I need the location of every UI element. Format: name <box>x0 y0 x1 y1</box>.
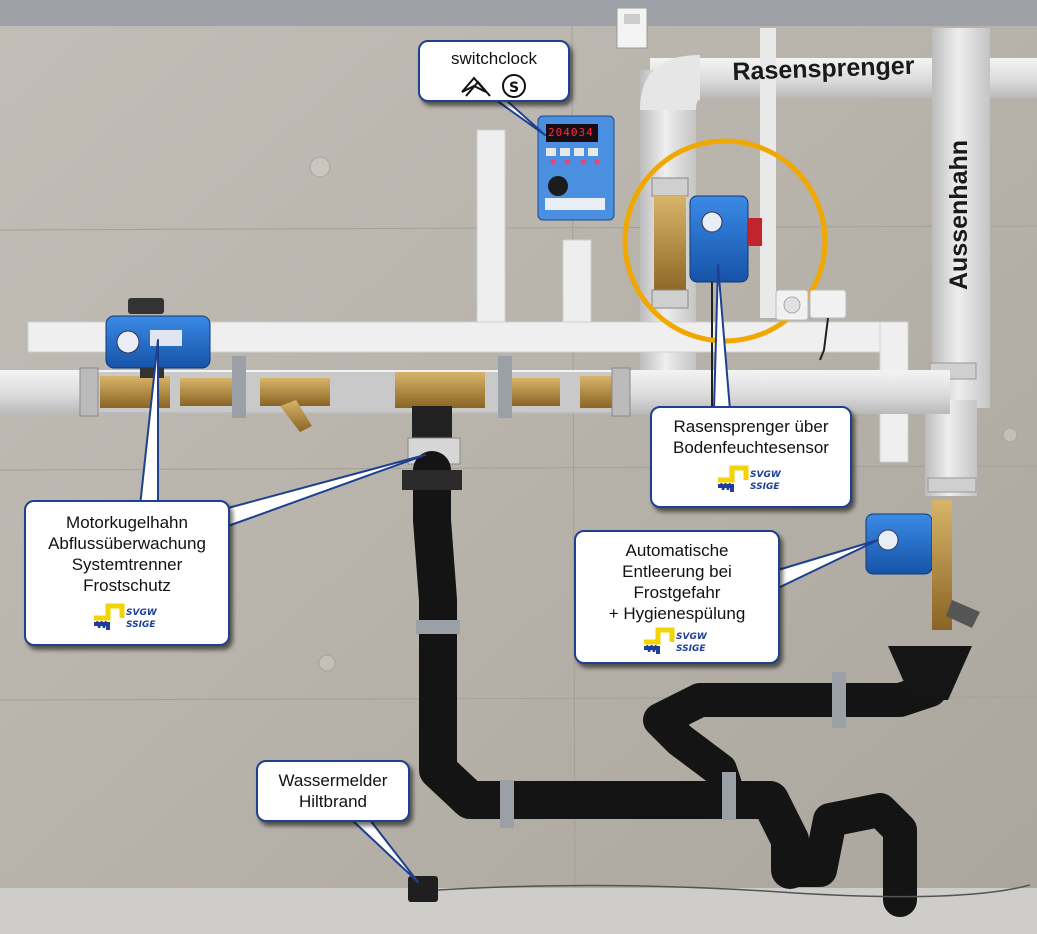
water-detector <box>408 876 438 902</box>
svgw-logo-bottom: SSIGE <box>750 482 780 492</box>
pipe-clamp <box>416 620 460 634</box>
pipe-aussenhahn <box>932 28 990 408</box>
callout-wassermelder: Wassermelder Hiltbrand <box>256 760 410 822</box>
socket-face <box>783 296 801 314</box>
callout-line: Wassermelder <box>278 771 388 790</box>
callout-rasensprenger-sensor: Rasensprenger über Bodenfeuchtesensor W … <box>650 406 852 508</box>
callout-line: Motorkugelhahn <box>66 513 188 532</box>
callout-switchclock-title: switchclock <box>451 49 537 68</box>
pipe-clamp <box>722 772 736 820</box>
thermostat-display <box>624 14 640 24</box>
callout-line: Hiltbrand <box>298 792 368 811</box>
switchclock-controller <box>537 115 615 221</box>
pipe-coupling <box>611 367 631 417</box>
svg-text:W: W <box>646 644 657 655</box>
svgw-logo-bottom: SSIGE <box>676 644 706 654</box>
svg-text:W: W <box>96 620 107 631</box>
callout-line: Frostschutz <box>83 576 171 595</box>
callout-line: + Hygienespülung <box>608 604 746 623</box>
tie-hole <box>318 654 336 672</box>
tie-hole <box>309 156 331 178</box>
pipe-clamp <box>832 672 846 728</box>
switchclock-display-value: 204034 <box>548 126 594 139</box>
pipe-clamp <box>498 356 512 418</box>
callout-switchclock: switchclock S <box>418 40 570 102</box>
formwork-seam <box>0 465 1037 471</box>
pipe-coupling <box>927 477 977 493</box>
svgw-logo-top: SVGW <box>750 470 782 480</box>
pipe-coupling <box>79 367 99 417</box>
cable-duct <box>562 239 592 326</box>
auto-drain-actuator <box>865 500 980 630</box>
svgw-logo-bottom: SSIGE <box>126 620 156 630</box>
detector-cable <box>437 884 1031 898</box>
drain-reducer <box>402 470 462 490</box>
gas-approval-icon: S <box>502 74 526 98</box>
drain-pipes <box>413 451 947 917</box>
tie-hole <box>1002 427 1018 443</box>
cable-duct <box>476 129 506 326</box>
pipe-elbow <box>640 55 700 110</box>
callout-line: Rasensprenger über <box>673 417 829 436</box>
callout-line: Entleerung bei <box>622 562 732 581</box>
switchclock-logo-icon <box>461 76 491 97</box>
rail <box>760 28 776 318</box>
svgw-logo: W SVGW SSIGE <box>94 603 158 631</box>
cable <box>819 317 829 361</box>
power-socket <box>809 289 847 319</box>
formwork-seam <box>0 225 1037 231</box>
callout-line: Automatische <box>625 541 729 560</box>
callout-line: Bodenfeuchtesensor <box>673 438 829 457</box>
switchclock-brand-icons: S <box>461 74 526 98</box>
lcd-display <box>546 124 598 142</box>
callout-line: Systemtrenner <box>71 555 183 574</box>
sprinkler-valve-assembly <box>651 177 762 410</box>
svg-text:S: S <box>509 80 519 96</box>
callout-entleerung: Automatische Entleerung bei Frostgefahr … <box>574 530 780 664</box>
pipe-clamp <box>232 356 246 418</box>
ceiling-strip <box>0 0 1037 26</box>
svgw-logo-top: SVGW <box>676 632 708 642</box>
callout-line: Abflussüberwachung <box>48 534 206 553</box>
callout-motorkugelhahn: Motorkugelhahn Abflussüberwachung System… <box>24 500 230 646</box>
drain-funnel <box>888 646 972 700</box>
pipe-clamp <box>500 780 514 828</box>
svgw-logo: W SVGW SSIGE <box>718 465 782 493</box>
brass-fittings <box>100 372 620 432</box>
callout-line: Frostgefahr <box>633 583 721 602</box>
svgw-logo-top: SVGW <box>126 608 158 618</box>
label-aussenhahn: Aussenhahn <box>945 139 973 290</box>
backflow-preventer <box>412 406 452 440</box>
floor <box>0 888 1037 934</box>
svgw-logo: W SVGW SSIGE <box>644 627 708 655</box>
svg-text:W: W <box>720 482 731 493</box>
